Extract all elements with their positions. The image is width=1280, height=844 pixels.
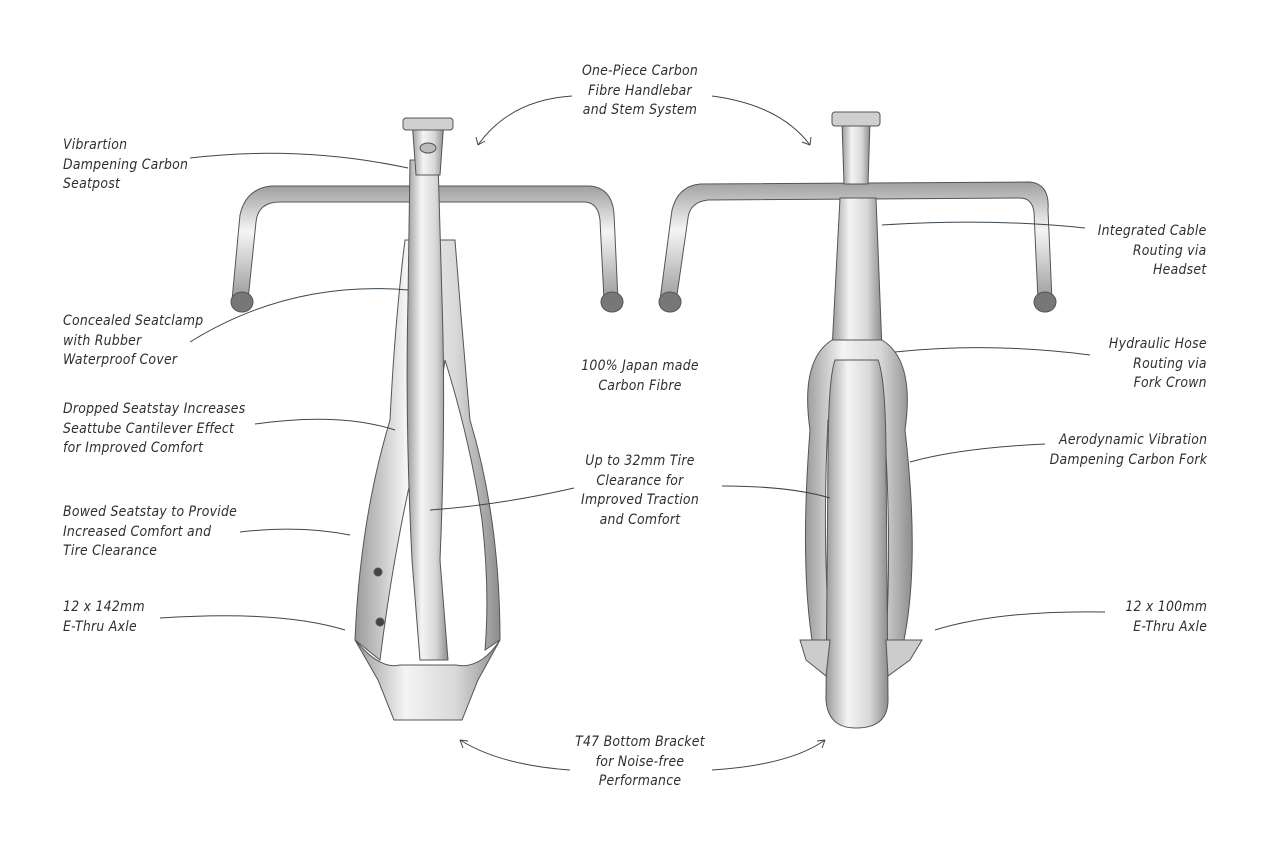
label-line: Routing via	[1133, 355, 1207, 372]
label-line: Clearance for	[596, 472, 684, 489]
label-line: Performance	[598, 773, 682, 789]
leader-lines	[159, 95, 1106, 771]
label-line: Waterproof Cover	[63, 352, 178, 368]
label-line: Aerodynamic Vibration	[1058, 432, 1207, 448]
rear-seattube	[406, 159, 449, 661]
label-line: Headset	[1153, 262, 1207, 278]
label-line: Routing via	[1133, 242, 1207, 259]
front-view-frame	[658, 111, 1057, 729]
label-line: 12 x 142mm	[63, 599, 145, 615]
label-line: with Rubber	[63, 332, 142, 349]
label-line: Improved Traction	[581, 492, 699, 508]
label-front-axle: 12 x 100mm E-Thru Axle	[1125, 598, 1207, 637]
label-line: 100% Japan made	[581, 358, 699, 374]
label-tire-clearance: Up to 32mm Tire Clearance for Improved T…	[554, 452, 726, 530]
rear-dropouts	[354, 639, 501, 721]
label-seatclamp: Concealed Seatclamp with Rubber Waterpro…	[63, 312, 203, 371]
label-line: T47 Bottom Bracket	[575, 734, 705, 750]
label-line: Concealed Seatclamp	[63, 313, 204, 329]
label-line: E-Thru Axle	[63, 618, 137, 635]
label-line: One-Piece Carbon	[581, 63, 699, 79]
front-stem	[841, 121, 871, 185]
label-bottom-bracket: T47 Bottom Bracket for Noise-free Perfor…	[554, 733, 726, 792]
label-line: Integrated Cable	[1098, 223, 1207, 239]
front-headtube	[831, 197, 883, 351]
label-line: Tire Clearance	[63, 543, 158, 559]
rear-seatstays	[354, 239, 501, 661]
label-cable-routing: Integrated Cable Routing via Headset	[1098, 222, 1207, 281]
label-line: Dropped Seatstay Increases	[63, 401, 246, 417]
label-japan-carbon: 100% Japan made Carbon Fibre	[554, 357, 726, 396]
label-line: Seatpost	[63, 176, 121, 192]
label-line: E-Thru Axle	[1133, 618, 1207, 635]
label-line: Seattube Cantilever Effect	[63, 420, 235, 437]
label-line: and Stem System	[582, 102, 698, 118]
label-handlebar: One-Piece Carbon Fibre Handlebar and Ste…	[554, 62, 726, 121]
label-line: for Noise-free	[595, 753, 685, 770]
label-line: Bowed Seatstay to Provide	[63, 504, 238, 520]
label-fork: Aerodynamic Vibration Dampening Carbon F…	[1049, 431, 1207, 470]
rear-view-frame	[230, 117, 624, 721]
label-line: Hydraulic Hose	[1109, 336, 1207, 352]
label-line: Fork Crown	[1133, 375, 1207, 391]
label-line: Increased Comfort and	[63, 523, 212, 540]
label-line: Carbon Fibre	[598, 377, 682, 394]
front-downtube	[825, 359, 889, 729]
label-line: Dampening Carbon Fork	[1049, 451, 1207, 468]
label-dropped-seatstay: Dropped Seatstay Increases Seattube Cant…	[63, 400, 245, 459]
label-line: Up to 32mm Tire	[585, 453, 695, 469]
front-dropouts	[799, 639, 923, 677]
label-line: for Improved Comfort	[63, 440, 204, 456]
label-line: Vibrartion	[63, 137, 128, 153]
label-seatpost: Vibrartion Dampening Carbon Seatpost	[63, 136, 188, 195]
label-rear-axle: 12 x 142mm E-Thru Axle	[63, 598, 145, 637]
label-line: and Comfort	[599, 511, 681, 528]
label-line: Fibre Handlebar	[588, 82, 692, 99]
label-hose-routing: Hydraulic Hose Routing via Fork Crown	[1109, 335, 1207, 394]
label-bowed-seatstay: Bowed Seatstay to Provide Increased Comf…	[63, 503, 237, 562]
label-line: Dampening Carbon	[63, 156, 189, 173]
label-line: 12 x 100mm	[1125, 599, 1207, 615]
